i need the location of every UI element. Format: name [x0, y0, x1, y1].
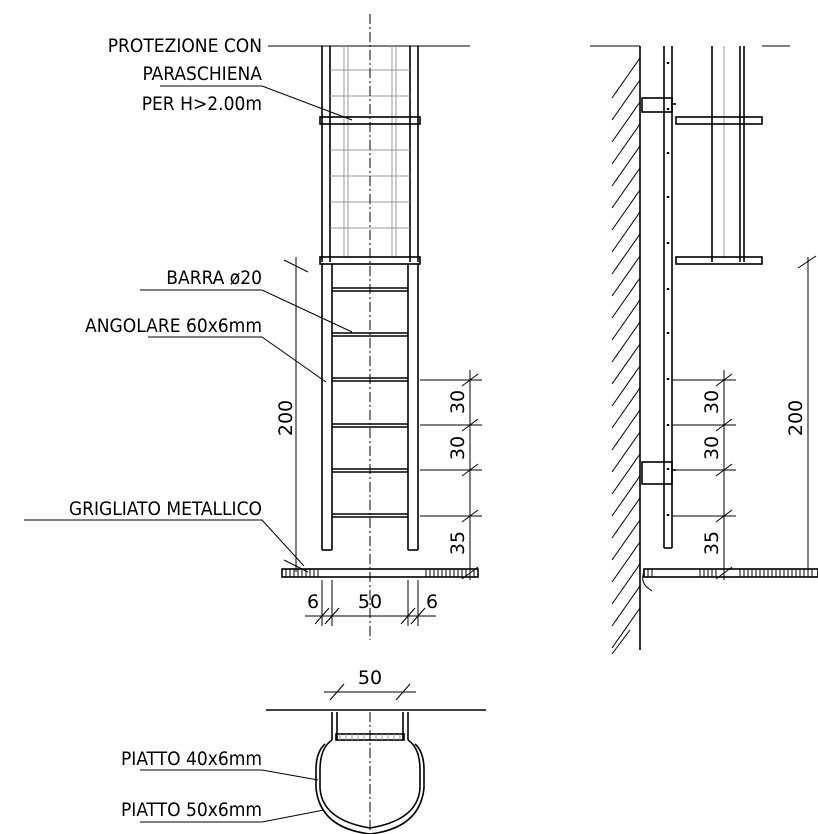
dim-side-bottom: 35	[701, 531, 723, 555]
label-protezione-line3: PER H>2.00m	[142, 93, 262, 115]
label-angolare: ANGOLARE 60x6mm	[85, 315, 262, 337]
dim-front-step-top: 30	[447, 390, 469, 414]
label-protezione-line2: PARASCHIENA	[142, 63, 262, 85]
side-view	[590, 45, 818, 655]
label-protezione-line1: PROTEZIONE CON	[108, 35, 262, 57]
dim-side-height: 200	[785, 400, 807, 436]
dim-front-bottom: 35	[447, 531, 469, 555]
label-grigliato: GRIGLIATO METALLICO	[69, 498, 262, 520]
plan-view	[140, 683, 486, 834]
dim-width-right: 6	[426, 591, 438, 613]
dim-plan-width: 50	[358, 667, 382, 689]
label-piatto-40: PIATTO 40x6mm	[121, 748, 262, 770]
dim-side-step-top: 30	[701, 390, 723, 414]
dim-width-left: 6	[307, 591, 319, 613]
label-piatto-50: PIATTO 50x6mm	[121, 799, 262, 821]
dim-side-step-mid: 30	[701, 436, 723, 460]
dim-front-height: 200	[275, 400, 297, 436]
front-view	[24, 14, 482, 640]
dim-front-step-mid: 30	[447, 436, 469, 460]
label-barra: BARRA ø20	[166, 267, 262, 289]
dim-width-center: 50	[358, 591, 382, 613]
